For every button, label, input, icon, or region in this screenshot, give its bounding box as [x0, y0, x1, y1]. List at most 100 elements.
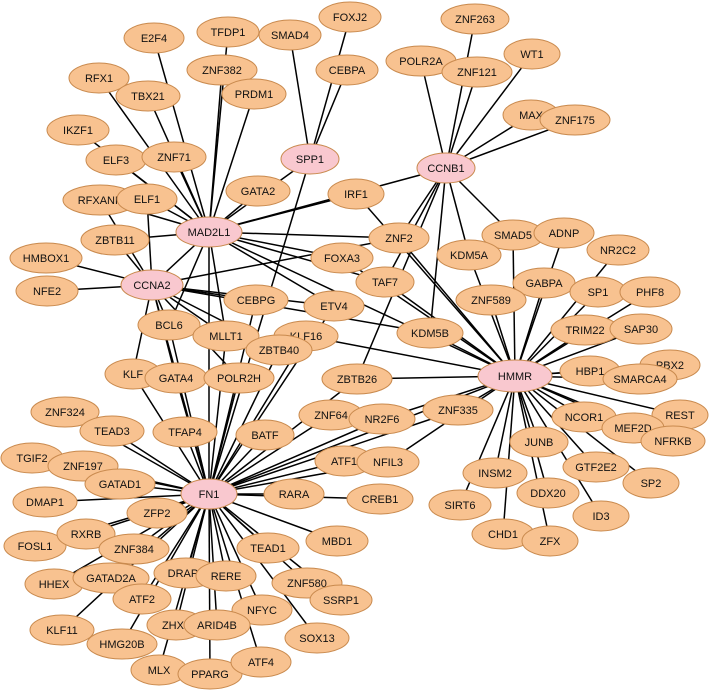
node-label-zbtb40: ZBTB40 — [259, 345, 299, 357]
node-ellipse-gatad1 — [84, 468, 156, 500]
edge-fn1-znf64 — [208, 414, 332, 495]
edge-hmmr-znf2 — [398, 237, 516, 377]
node-label-spp1: SPP1 — [296, 154, 324, 166]
edge-fn1-nfyc — [208, 493, 263, 611]
node-label-ncor1: NCOR1 — [565, 412, 604, 424]
node-znf384: ZNF384 — [98, 533, 170, 565]
edge-mad2l1-etv4 — [208, 231, 335, 307]
node-tbx21: TBX21 — [115, 80, 181, 112]
node-label-rest: REST — [665, 410, 695, 422]
node-ellipse-zbtb11 — [80, 224, 150, 256]
node-label-fosl1: FOSL1 — [18, 541, 53, 553]
node-e2f4: E2F4 — [123, 22, 185, 54]
edge-hmmr-chd1 — [502, 375, 516, 535]
node-ellipse-tead3 — [79, 415, 145, 447]
node-ellipse-sirt6 — [428, 489, 492, 521]
node-znf589: ZNF589 — [455, 284, 527, 316]
node-label-etv4: ETV4 — [320, 301, 348, 313]
node-insm2: INSM2 — [462, 457, 528, 489]
node-label-smad4: SMAD4 — [271, 30, 309, 42]
node-label-adnp: ADNP — [549, 228, 580, 240]
node-ellipse-foxj2 — [318, 1, 382, 33]
node-label-tead3: TEAD3 — [94, 426, 129, 438]
node-label-e2f4: E2F4 — [141, 33, 167, 45]
node-ellipse-cebpg — [223, 284, 289, 316]
node-ellipse-zbtb26 — [321, 363, 393, 395]
node-ellipse-prdm1 — [221, 78, 287, 110]
node-label-mllt1: MLLT1 — [209, 331, 242, 343]
edge-ccna2-kdm5b — [151, 284, 431, 334]
node-ellipse-fosl1 — [3, 530, 67, 562]
node-ellipse-rfx1 — [68, 62, 130, 94]
node-zfp2: ZFP2 — [126, 497, 188, 529]
node-label-atf4: ATF4 — [248, 657, 274, 669]
node-ellipse-ccnb1 — [416, 152, 476, 184]
hub-node-hmmr: HMMR — [477, 359, 553, 393]
node-ellipse-id3 — [572, 500, 630, 532]
node-label-junb: JUNB — [525, 437, 554, 449]
node-znf71: ZNF71 — [141, 141, 207, 173]
node-foxj2: FOXJ2 — [318, 1, 382, 33]
node-label-polr2a: POLR2A — [399, 56, 443, 68]
edge-hmmr-klf16 — [305, 335, 516, 377]
hub-node-fn1: FN1 — [180, 478, 238, 510]
node-label-zhx2: ZHX2 — [162, 620, 190, 632]
node-ellipse-dmap1 — [12, 486, 78, 518]
node-hmg20b: HMG20B — [86, 628, 158, 660]
node-label-pparg: PPARG — [191, 669, 229, 681]
node-znf175: ZNF175 — [539, 104, 611, 136]
node-label-chd1: CHD1 — [488, 529, 518, 541]
node-label-trim22: TRIM22 — [565, 325, 604, 337]
node-ellipse-hmmr — [477, 359, 553, 393]
node-ellipse-atf4 — [230, 646, 292, 678]
node-label-znf121: ZNF121 — [457, 67, 497, 79]
node-gtf2e2: GTF2E2 — [562, 451, 630, 483]
node-dmap1: DMAP1 — [12, 486, 78, 518]
node-ellipse-taf7 — [355, 266, 415, 298]
node-ellipse-znf175 — [539, 104, 611, 136]
node-label-rfxank: RFXANK — [78, 195, 123, 207]
node-ellipse-insm2 — [462, 457, 528, 489]
edge-spp1-foxj2 — [309, 16, 351, 160]
node-label-ikzf1: IKZF1 — [63, 125, 93, 137]
node-label-znf64: ZNF64 — [314, 410, 348, 422]
edge-ccnb1-wt1 — [445, 53, 533, 169]
node-smad5: SMAD5 — [481, 219, 545, 251]
node-label-gata2: GATA2 — [241, 186, 275, 198]
hub-node-mad2l1: MAD2L1 — [175, 216, 243, 248]
edge-spp1-fn1 — [208, 158, 311, 495]
node-label-atf2: ATF2 — [129, 594, 155, 606]
node-gata2: GATA2 — [225, 175, 291, 207]
node-ellipse-rere — [195, 560, 257, 592]
node-label-gata4: GATA4 — [159, 373, 193, 385]
node-rere: RERE — [195, 560, 257, 592]
node-sox13: SOX13 — [284, 622, 350, 654]
node-label-sox13: SOX13 — [299, 633, 334, 645]
edge-mad2l1-e2f4 — [153, 37, 210, 233]
edge-hmmr-zfx — [514, 375, 551, 542]
node-ellipse-znf263 — [440, 3, 510, 35]
node-label-zbtb26: ZBTB26 — [337, 374, 377, 386]
node-ellipse-irf1 — [327, 178, 385, 210]
node-ellipse-adnp — [533, 217, 595, 249]
node-ellipse-znf384 — [98, 533, 170, 565]
node-label-znf71: ZNF71 — [157, 152, 191, 164]
node-ellipse-hmg20b — [86, 628, 158, 660]
node-label-max: MAX — [519, 110, 544, 122]
node-label-rxrb: RXRB — [71, 529, 102, 541]
edge-fn1-polr2h — [208, 377, 240, 495]
node-label-sap30: SAP30 — [624, 324, 658, 336]
node-label-hhex: HHEX — [39, 579, 70, 591]
node-adnp: ADNP — [533, 217, 595, 249]
node-label-klf: KLF — [123, 369, 143, 381]
node-label-nfyc: NFYC — [247, 605, 277, 617]
node-rfx1: RFX1 — [68, 62, 130, 94]
edge-ccnb1-znf121 — [445, 71, 478, 169]
node-atf4: ATF4 — [230, 646, 292, 678]
node-label-mbd1: MBD1 — [322, 536, 353, 548]
node-ellipse-nfyc — [231, 594, 293, 626]
node-ellipse-etv4 — [303, 290, 365, 322]
node-label-gabpa: GABPA — [525, 278, 563, 290]
